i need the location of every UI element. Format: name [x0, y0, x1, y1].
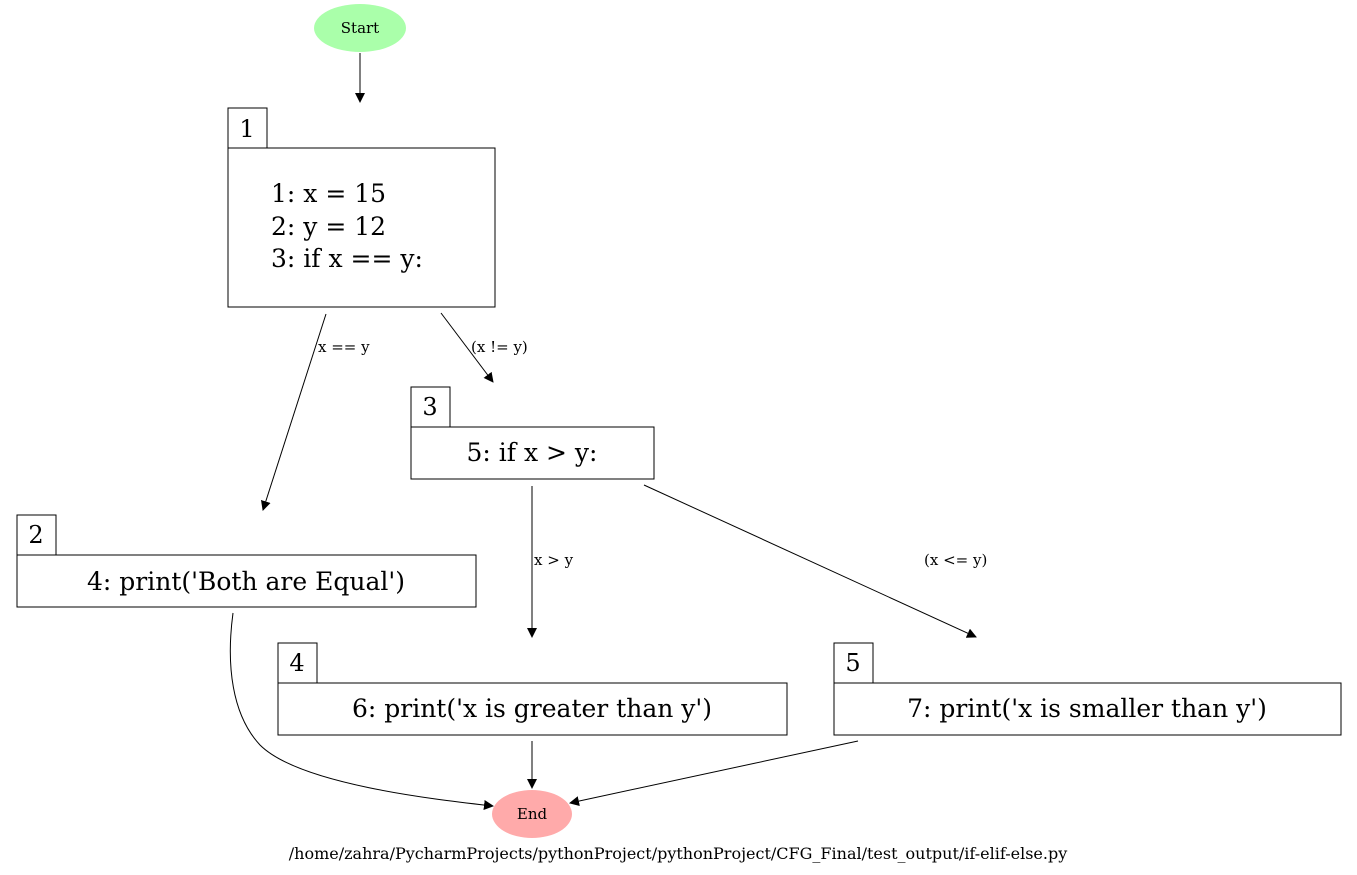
edge-label-x-le-y: (x <= y) [924, 551, 987, 569]
block-4-line-1: 6: print('x is greater than y') [352, 694, 712, 723]
block-2-tab [16, 514, 57, 556]
end-label: End [517, 805, 548, 823]
block-5-tab [833, 642, 874, 684]
edge-label-x-gt-y: x > y [534, 551, 574, 569]
block-3: 3 5: if x > y: [410, 386, 655, 480]
block-3-line-1: 5: if x > y: [467, 438, 598, 467]
block-2-line-1: 4: print('Both are Equal') [87, 567, 405, 596]
edge-label-x-eq-y: x == y [318, 338, 370, 356]
block-1-line-3: 3: if x == y: [271, 244, 423, 273]
block-5-body [833, 682, 1342, 736]
block-3-id: 3 [422, 393, 437, 421]
block-5: 5 7: print('x is smaller than y') [833, 642, 1342, 736]
edge-5-to-end [569, 740, 859, 806]
edge-1-to-2 [260, 313, 327, 511]
block-2: 2 4: print('Both are Equal') [16, 514, 477, 608]
edge-label-x-ne-y: (x != y) [471, 338, 528, 356]
block-1-tab [227, 107, 268, 149]
block-1-line-1: 1: x = 15 [271, 179, 386, 208]
block-4-id: 4 [289, 649, 304, 677]
start-node: Start [314, 4, 406, 52]
edges [229, 53, 977, 810]
block-5-line-1: 7: print('x is smaller than y') [907, 694, 1267, 723]
block-1-id: 1 [239, 115, 254, 143]
edge-2-to-end [229, 612, 494, 810]
block-5-id: 5 [845, 649, 860, 677]
start-label: Start [341, 19, 379, 37]
block-4-tab [277, 642, 318, 684]
block-1-line-2: 2: y = 12 [271, 212, 386, 241]
graph-footer-path: /home/zahra/PycharmProjects/pythonProjec… [289, 844, 1067, 863]
block-1-body [227, 147, 496, 308]
block-4: 4 6: print('x is greater than y') [277, 642, 788, 736]
start-ellipse [314, 4, 406, 52]
block-2-id: 2 [28, 521, 43, 549]
block-1: 1 1: x = 15 2: y = 12 3: if x == y: [227, 107, 496, 308]
end-ellipse [492, 790, 572, 838]
edge-3-to-5 [643, 484, 977, 638]
end-node: End [492, 790, 572, 838]
block-2-body [16, 554, 477, 608]
edge-1-to-3 [440, 312, 494, 383]
block-3-body [410, 426, 655, 480]
block-4-body [277, 682, 788, 736]
